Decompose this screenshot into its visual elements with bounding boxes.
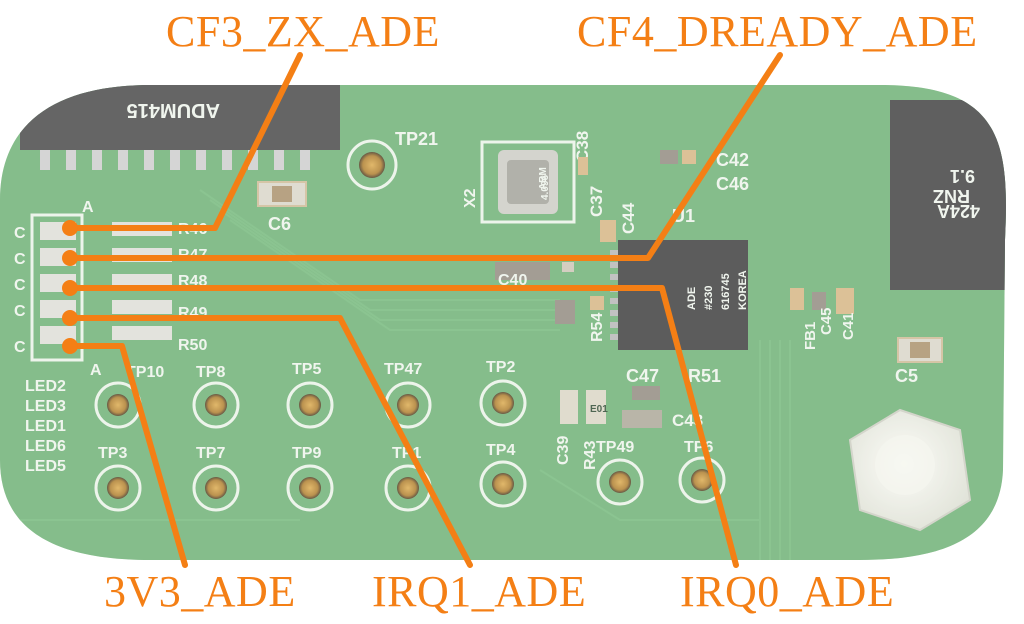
svg-text:LED6: LED6	[25, 438, 66, 455]
crystal-x2: ABM 4.096 X2	[462, 140, 576, 224]
svg-text:E01: E01	[590, 404, 608, 415]
svg-text:C: C	[14, 251, 26, 268]
leader-cf3	[67, 52, 303, 231]
svg-text:TP7: TP7	[196, 445, 225, 462]
leader-cf4	[67, 52, 783, 261]
svg-text:TP3: TP3	[98, 445, 127, 462]
svg-text:C45: C45	[818, 307, 835, 335]
svg-text:C41: C41	[840, 312, 857, 340]
svg-text:LED5: LED5	[25, 458, 66, 475]
svg-text:TP9: TP9	[292, 445, 321, 462]
pcb-board: ADUM415 424A RNZ 9.1 TP21 C6	[0, 85, 1006, 560]
leader-irq0	[67, 285, 739, 568]
svg-text:C: C	[14, 277, 26, 294]
svg-text:R54: R54	[589, 313, 606, 342]
svg-text:R50: R50	[178, 337, 207, 354]
svg-text:C46: C46	[716, 174, 749, 194]
svg-text:A: A	[82, 199, 94, 216]
svg-text:4.096: 4.096	[540, 175, 551, 200]
svg-text:TP47: TP47	[384, 361, 422, 378]
svg-text:C47: C47	[626, 366, 659, 386]
svg-text:X2: X2	[462, 188, 479, 208]
leader-3v3	[67, 343, 188, 568]
svg-text:LED3: LED3	[25, 398, 66, 415]
svg-text:TP8: TP8	[196, 364, 225, 381]
svg-text:C5: C5	[895, 366, 918, 386]
svg-text:C39: C39	[555, 436, 572, 465]
svg-text:R51: R51	[688, 366, 721, 386]
right-ic: 424A RNZ 9.1	[890, 100, 1006, 290]
annotation-dots	[62, 220, 78, 354]
svg-text:KOREA: KOREA	[737, 270, 749, 310]
svg-text:TP5: TP5	[292, 361, 321, 378]
svg-text:C: C	[14, 225, 26, 242]
leader-irq1	[67, 315, 473, 568]
label-irq1-ade: IRQ1_ADE	[372, 567, 587, 616]
svg-text:LED2: LED2	[25, 378, 66, 395]
svg-text:C38: C38	[573, 131, 592, 162]
svg-text:616745: 616745	[720, 273, 732, 310]
test-point-tp21: TP21	[346, 129, 438, 191]
svg-text:C: C	[14, 303, 26, 320]
svg-text:LED1: LED1	[25, 418, 66, 435]
svg-text:C6: C6	[268, 214, 291, 234]
svg-text:TP21: TP21	[395, 129, 438, 149]
svg-text:ADUM415: ADUM415	[127, 99, 220, 121]
svg-text:#230: #230	[703, 286, 715, 310]
svg-text:TP4: TP4	[486, 442, 515, 459]
svg-text:RNZ: RNZ	[933, 186, 970, 206]
label-irq0-ade: IRQ0_ADE	[680, 567, 895, 616]
svg-text:C44: C44	[619, 202, 638, 234]
svg-text:FB1: FB1	[802, 322, 819, 350]
svg-text:A: A	[90, 362, 102, 379]
svg-text:TP2: TP2	[486, 359, 515, 376]
svg-text:C40: C40	[498, 272, 527, 289]
svg-text:ADE: ADE	[686, 287, 698, 310]
led-labels: LED2 LED3 LED1 LED6 LED5	[25, 378, 66, 475]
label-cf3-zx-ade: CF3_ZX_ADE	[166, 7, 440, 56]
svg-text:C37: C37	[587, 186, 606, 217]
svg-text:ABM: ABM	[538, 167, 549, 190]
svg-text:TP10: TP10	[126, 364, 164, 381]
svg-text:9.1: 9.1	[950, 166, 975, 186]
label-cf4-dready-ade: CF4_DREADY_ADE	[577, 7, 978, 56]
svg-text:R43: R43	[582, 441, 599, 470]
nylon-standoff	[848, 408, 972, 532]
svg-text:C42: C42	[716, 150, 749, 170]
svg-text:C: C	[14, 339, 26, 356]
svg-text:424A: 424A	[937, 201, 980, 221]
annotation-leader-lines	[67, 52, 783, 568]
label-3v3-ade: 3V3_ADE	[104, 567, 296, 616]
svg-text:TP49: TP49	[596, 439, 634, 456]
